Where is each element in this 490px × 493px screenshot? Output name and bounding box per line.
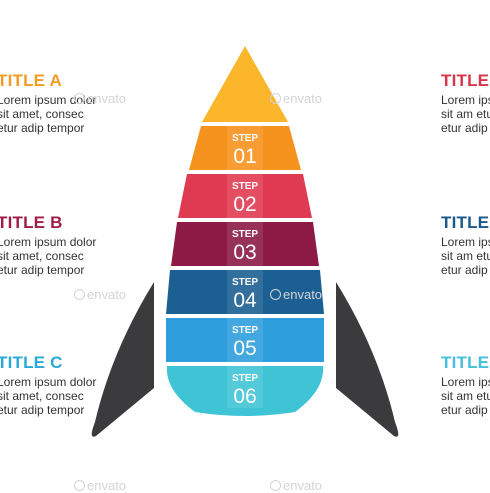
segment-highlight (227, 126, 263, 170)
segment-highlight (227, 222, 263, 266)
step-label: STEP (232, 325, 258, 336)
watermark: envato (74, 287, 126, 302)
right-block-2-title: TITLE (441, 213, 490, 232)
step-number: 02 (233, 193, 256, 216)
left-block-c-title: TITLE C (0, 353, 63, 372)
step-label: STEP (232, 181, 258, 192)
step-label: STEP (232, 277, 258, 288)
step-segment-shape (178, 174, 312, 218)
step-segment-shape (166, 366, 324, 416)
watermark-leaf-icon (74, 480, 85, 491)
right-block-3: TITLE Lorem ipsum sit am etur etur adip (441, 353, 490, 417)
step-segment-shape (166, 318, 324, 362)
right-block-2: TITLE Lorem ipsum sit am etur etur adip (441, 213, 490, 277)
left-block-b: TITLE B Lorem ipsum dolor sit amet, cons… (0, 213, 96, 277)
watermark: envato (74, 478, 126, 493)
left-block-c-text: Lorem ipsum dolor sit amet, consec etur … (0, 375, 97, 417)
step-label: STEP (232, 133, 258, 144)
watermark-leaf-icon (270, 480, 281, 491)
step-number: 04 (233, 289, 257, 312)
right-block-3-title: TITLE (441, 353, 490, 372)
rocket-nose-cone (202, 46, 288, 122)
watermark-leaf-icon (270, 289, 281, 300)
right-block-1-text: Lorem ipsum sit am etur etur adip (441, 93, 490, 135)
right-block-3-text: Lorem ipsum sit am etur etur adip (441, 375, 490, 417)
step-segment-shape (171, 222, 319, 266)
watermark-leaf-icon (270, 93, 281, 104)
segment-highlight (227, 318, 263, 362)
step-label: STEP (232, 229, 258, 240)
right-fin (336, 282, 399, 437)
step-number: 06 (233, 385, 256, 408)
watermark: envato (270, 478, 322, 493)
segment-highlight (227, 270, 263, 314)
right-block-1-title: TITLE (441, 71, 490, 90)
left-block-b-title: TITLE B (0, 213, 63, 232)
left-block-a: TITLE A Lorem ipsum dolor sit amet, cons… (0, 71, 96, 135)
step-number: 05 (233, 337, 256, 360)
left-fin (91, 282, 154, 437)
step-segment-shape (166, 270, 324, 314)
step-number: 01 (233, 145, 256, 168)
step-label: STEP (232, 373, 258, 384)
watermark-leaf-icon (74, 93, 85, 104)
step-segment-shape (189, 126, 301, 170)
left-block-a-title: TITLE A (0, 71, 62, 90)
watermark: envato (270, 287, 322, 302)
left-block-a-text: Lorem ipsum dolor sit amet, consec etur … (0, 93, 97, 135)
right-block-2-text: Lorem ipsum sit am etur etur adip (441, 235, 490, 277)
segment-highlight (227, 366, 263, 408)
segment-highlight (227, 174, 263, 218)
left-block-c: TITLE C Lorem ipsum dolor sit amet, cons… (0, 353, 96, 417)
right-block-1: TITLE Lorem ipsum sit am etur etur adip (441, 71, 490, 135)
watermark-leaf-icon (74, 289, 85, 300)
watermark: envato (270, 91, 322, 106)
watermark: envato (74, 91, 126, 106)
step-number: 03 (233, 241, 256, 264)
left-block-b-text: Lorem ipsum dolor sit amet, consec etur … (0, 235, 97, 277)
